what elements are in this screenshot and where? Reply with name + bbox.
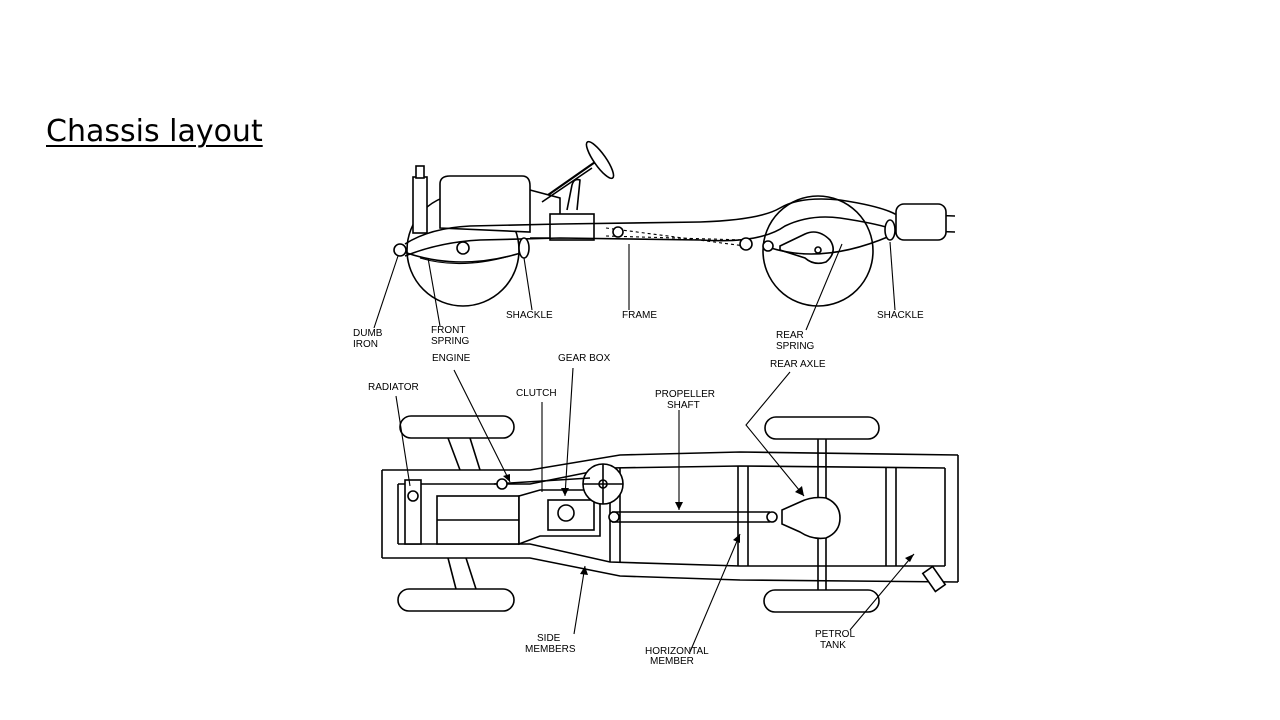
radiator-plan [404,479,422,545]
label-shackle-rear: SHACKLE [877,310,924,321]
label-clutch: CLUTCH [516,388,557,399]
differential-plan [781,496,841,540]
front-left-wheel [399,415,515,439]
rear-right-wheel [763,589,880,613]
label-shackle-front: SHACKLE [506,310,553,321]
rear-wheel [762,195,874,307]
dumb-iron-eye [393,243,407,257]
frame-side [404,198,956,245]
label-horizontal-member-2: MEMBER [650,656,694,667]
label-radiator: RADIATOR [368,382,419,393]
rear-tank [895,203,947,241]
label-propeller-shaft: PROPELLER [655,389,715,400]
rear-differential [779,231,834,265]
label-frame: FRAME [622,310,657,321]
rear-left-wheel [764,416,880,440]
side-view: DUMB IRON FRONT SPRING SHACKLE FRAME REA… [353,140,956,352]
label-rear-axle: REAR AXLE [770,359,826,370]
rear-leaf-spring [764,235,891,255]
label-horizontal-member: HORIZONTAL [645,646,709,657]
side-member-left [382,451,959,471]
front-shackle [518,237,530,259]
label-petrol-tank: PETROL [815,629,855,640]
label-front-spring-2: SPRING [431,336,470,347]
gear-lever [566,178,581,211]
label-petrol-tank-2: TANK [820,640,846,651]
propeller-shaft-side [605,227,746,247]
plan-view: ENGINE GEAR BOX REAR AXLE RADIATOR CLUTC… [368,353,959,667]
label-dumb-iron-2: IRON [353,339,378,350]
label-engine: ENGINE [432,353,471,364]
petrol-tank-plan [921,565,947,593]
label-side-members: SIDE [537,633,561,644]
label-propeller-shaft-2: SHAFT [667,400,700,411]
steering-wheel [585,140,615,180]
label-gear-box: GEAR BOX [558,353,611,364]
gearbox-side [549,213,595,241]
label-side-members-2: MEMBERS [525,644,576,655]
label-front-spring: FRONT [431,325,465,336]
rear-shackle [884,219,896,241]
steering-column [547,159,599,196]
front-right-wheel [397,588,515,612]
label-rear-spring: REAR [776,330,804,341]
label-dumb-iron: DUMB [353,328,383,339]
slide-title: Chassis layout [46,114,263,149]
label-rear-spring-2: SPRING [776,341,815,352]
side-member-right [382,557,959,583]
gearbox-plan [547,499,595,531]
engine-bonnet [439,175,531,233]
radiator-filler [412,176,428,234]
